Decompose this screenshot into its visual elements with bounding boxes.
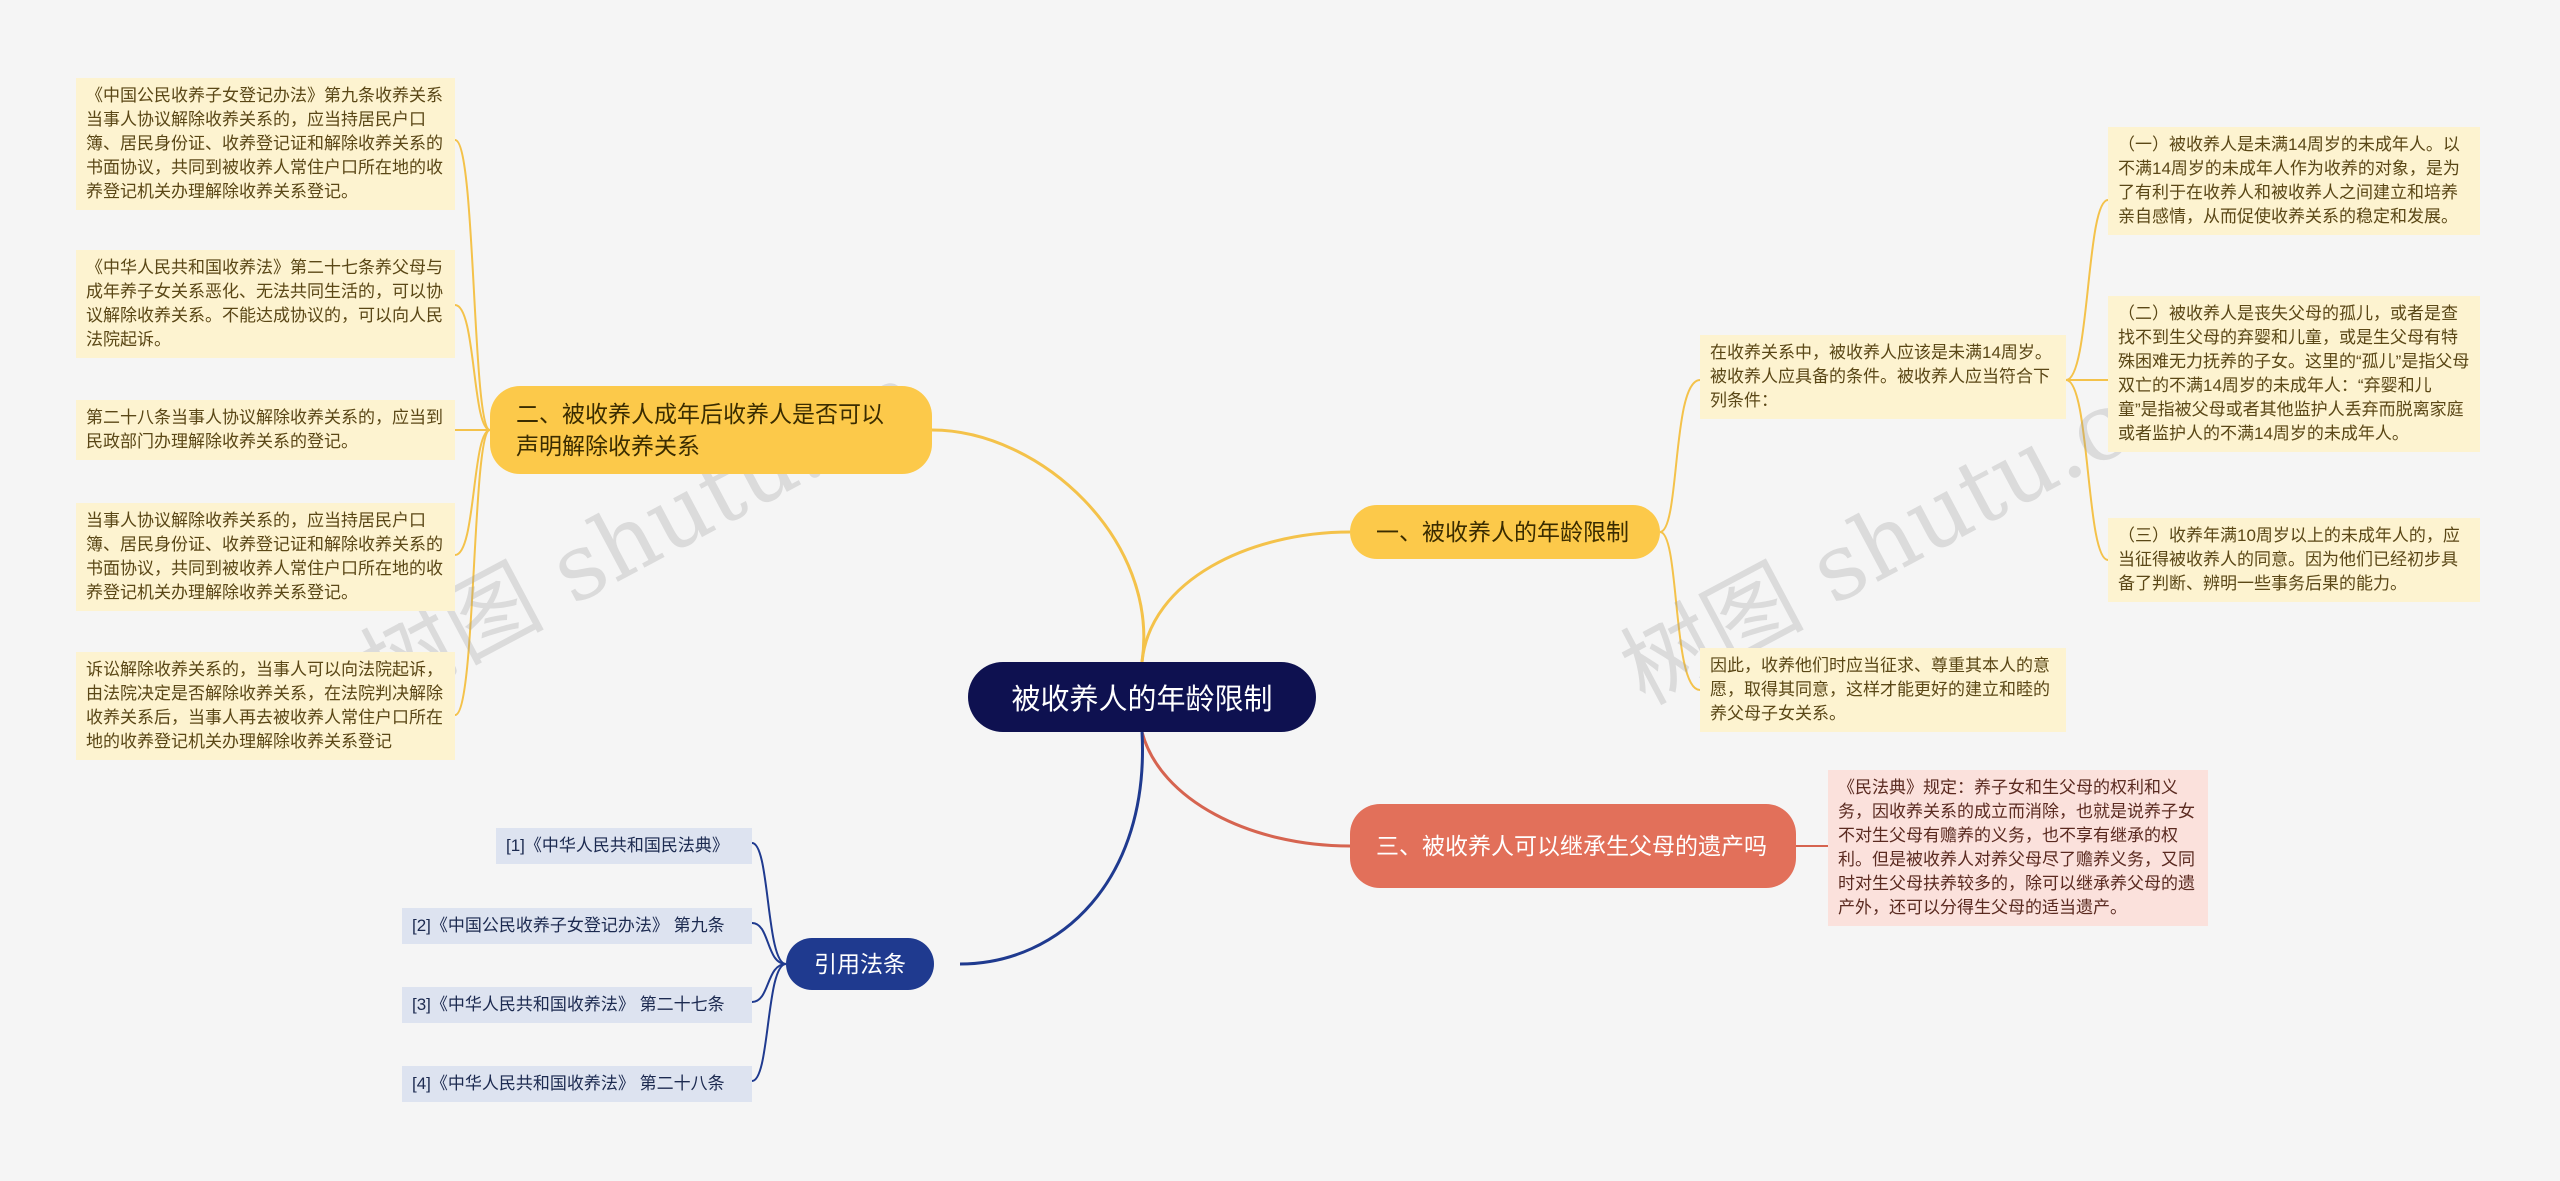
dissolution-note-3-text: 第二十八条当事人协议解除收养关系的，应当到民政部门办理解除收养关系的登记。 <box>86 408 443 451</box>
central-topic-label: 被收养人的年龄限制 <box>1011 684 1273 716</box>
branch-age-limit-label: 一、被收养人的年龄限制 <box>1376 519 1629 545</box>
age-limit-intro[interactable]: 在收养关系中，被收养人应该是未满14周岁。被收养人应具备的条件。被收养人应当符合… <box>1700 335 2066 419</box>
dissolution-note-2-text: 《中华人民共和国收养法》第二十七条养父母与成年养子女关系恶化、无法共同生活的，可… <box>86 258 443 349</box>
condition-2-text: （二）被收养人是丧失父母的孤儿，或者是查找不到生父母的弃婴和儿童，或是生父母有特… <box>2118 304 2470 443</box>
branch-citations[interactable]: 引用法条 <box>786 938 934 990</box>
age-limit-conclusion[interactable]: 因此，收养他们时应当征求、尊重其本人的意愿，取得其同意，这样才能更好的建立和睦的… <box>1700 648 2066 732</box>
dissolution-note-3[interactable]: 第二十八条当事人协议解除收养关系的，应当到民政部门办理解除收养关系的登记。 <box>76 400 455 460</box>
age-limit-condition-3[interactable]: （三）收养年满10周岁以上的未成年人的，应当征得被收养人的同意。因为他们已经初步… <box>2108 518 2480 602</box>
branch-dissolution[interactable]: 二、被收养人成年后收养人是否可以声明解除收养关系 <box>490 386 932 474</box>
condition-3-text: （三）收养年满10周岁以上的未成年人的，应当征得被收养人的同意。因为他们已经初步… <box>2118 526 2460 593</box>
citation-item-3[interactable]: [3]《中华人民共和国收养法》 第二十七条 <box>402 987 752 1023</box>
inheritance-note-text: 《民法典》规定：养子女和生父母的权利和义务，因收养关系的成立而消除，也就是说养子… <box>1838 778 2195 917</box>
dissolution-note-1-text: 《中国公民收养子女登记办法》第九条收养关系当事人协议解除收养关系的，应当持居民户… <box>86 86 443 201</box>
citation-item-2-text: [2]《中国公民收养子女登记办法》 第九条 <box>412 916 725 935</box>
citation-item-2[interactable]: [2]《中国公民收养子女登记办法》 第九条 <box>402 908 752 944</box>
age-limit-intro-text: 在收养关系中，被收养人应该是未满14周岁。被收养人应具备的条件。被收养人应当符合… <box>1710 343 2052 410</box>
dissolution-note-4[interactable]: 当事人协议解除收养关系的，应当持居民户口簿、居民身份证、收养登记证和解除收养关系… <box>76 503 455 611</box>
dissolution-note-4-text: 当事人协议解除收养关系的，应当持居民户口簿、居民身份证、收养登记证和解除收养关系… <box>86 511 443 602</box>
branch-citations-label: 引用法条 <box>814 951 906 977</box>
citation-item-3-text: [3]《中华人民共和国收养法》 第二十七条 <box>412 995 725 1014</box>
dissolution-note-5-text: 诉讼解除收养关系的，当事人可以向法院起诉，由法院决定是否解除收养关系，在法院判决… <box>86 660 443 751</box>
inheritance-note[interactable]: 《民法典》规定：养子女和生父母的权利和义务，因收养关系的成立而消除，也就是说养子… <box>1828 770 2208 926</box>
citation-item-1[interactable]: [1]《中华人民共和国民法典》 <box>496 828 752 864</box>
age-limit-conclusion-text: 因此，收养他们时应当征求、尊重其本人的意愿，取得其同意，这样才能更好的建立和睦的… <box>1710 656 2050 723</box>
dissolution-note-2[interactable]: 《中华人民共和国收养法》第二十七条养父母与成年养子女关系恶化、无法共同生活的，可… <box>76 250 455 358</box>
age-limit-condition-2[interactable]: （二）被收养人是丧失父母的孤儿，或者是查找不到生父母的弃婴和儿童，或是生父母有特… <box>2108 296 2480 452</box>
central-topic[interactable]: 被收养人的年龄限制 <box>968 662 1316 732</box>
branch-dissolution-label: 二、被收养人成年后收养人是否可以声明解除收养关系 <box>516 401 884 459</box>
branch-age-limit[interactable]: 一、被收养人的年龄限制 <box>1350 505 1660 559</box>
dissolution-note-1[interactable]: 《中国公民收养子女登记办法》第九条收养关系当事人协议解除收养关系的，应当持居民户… <box>76 78 455 210</box>
dissolution-note-5[interactable]: 诉讼解除收养关系的，当事人可以向法院起诉，由法院决定是否解除收养关系，在法院判决… <box>76 652 455 760</box>
condition-1-text: （一）被收养人是未满14周岁的未成年人。以不满14周岁的未成年人作为收养的对象，… <box>2118 135 2460 226</box>
branch-inheritance-label: 三、被收养人可以继承生父母的遗产吗 <box>1376 833 1767 859</box>
citation-item-1-text: [1]《中华人民共和国民法典》 <box>506 836 729 855</box>
citation-item-4-text: [4]《中华人民共和国收养法》 第二十八条 <box>412 1074 725 1093</box>
branch-inheritance[interactable]: 三、被收养人可以继承生父母的遗产吗 <box>1350 804 1796 888</box>
citation-item-4[interactable]: [4]《中华人民共和国收养法》 第二十八条 <box>402 1066 752 1102</box>
age-limit-condition-1[interactable]: （一）被收养人是未满14周岁的未成年人。以不满14周岁的未成年人作为收养的对象，… <box>2108 127 2480 235</box>
